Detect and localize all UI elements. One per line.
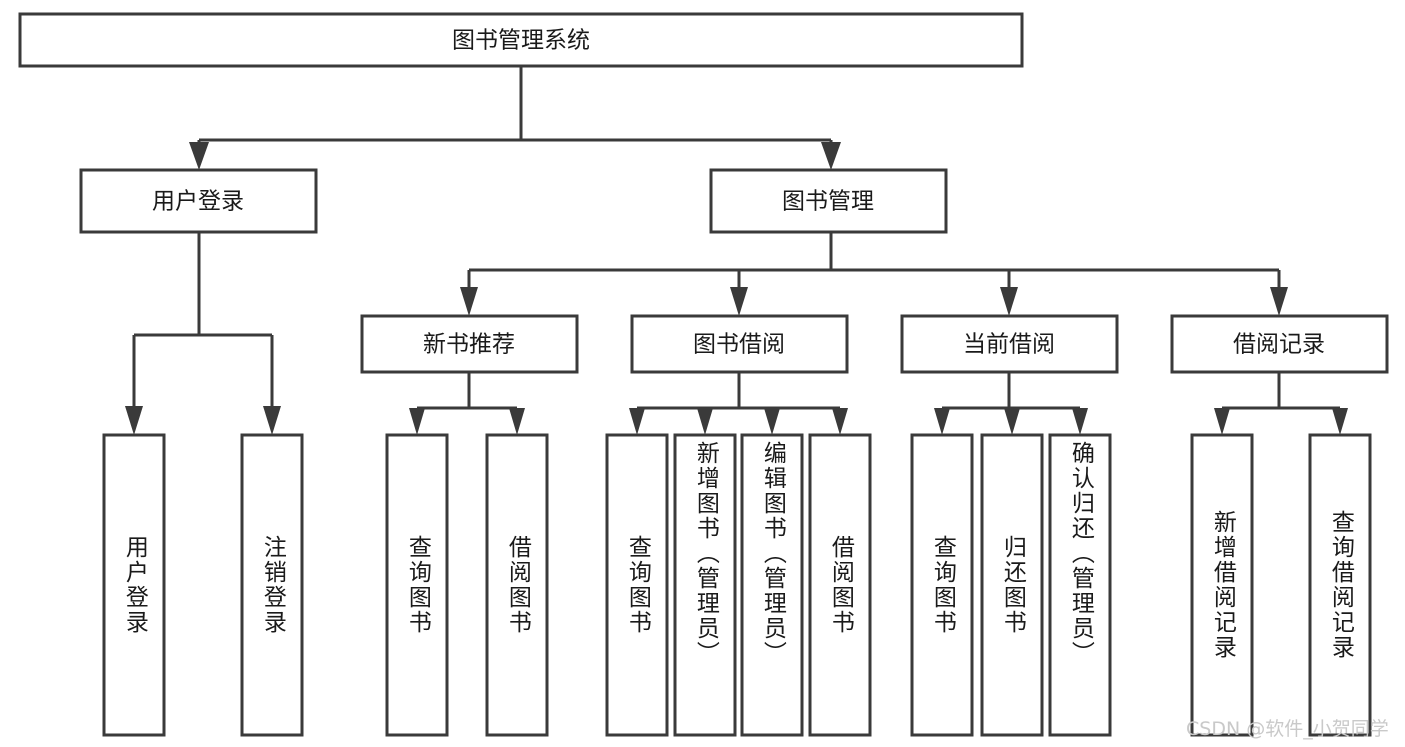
node-root-label: 图书管理系统	[452, 28, 590, 54]
node-book-borrow-box[interactable]	[630, 314, 849, 374]
arrow-head-leaf-borrow-book-2	[832, 408, 848, 435]
arrow-head-book-management	[821, 142, 841, 170]
node-leaf-query-book-1-box[interactable]	[385, 433, 449, 737]
arrow-head-leaf-return-book	[1004, 408, 1020, 435]
arrow-head-borrow-record	[1270, 287, 1288, 316]
arrow-head-leaf-add-record	[1214, 408, 1230, 435]
node-root-box[interactable]	[18, 12, 1024, 68]
arrow-head-current-borrow	[1000, 287, 1018, 316]
leaf-box-layer	[102, 433, 1372, 737]
arrow-head-leaf-query-book-2	[629, 408, 645, 435]
arrow-head-leaf-query-book-1	[409, 408, 425, 435]
node-leaf-add-book-box[interactable]	[673, 433, 737, 737]
node-user-login-label: 用户登录	[152, 189, 244, 215]
node-current-borrow[interactable]: 当前借阅	[900, 314, 1119, 374]
node-leaf-query-book-3-box[interactable]	[910, 433, 974, 737]
node-leaf-return-book-box[interactable]	[980, 433, 1044, 737]
node-book-management-label: 图书管理	[782, 189, 874, 215]
node-root[interactable]: 图书管理系统	[18, 12, 1024, 68]
node-new-book-recommend[interactable]: 新书推荐	[360, 314, 579, 374]
node-new-book-recommend-label: 新书推荐	[423, 332, 515, 358]
connector-layer	[125, 66, 1348, 435]
node-book-borrow-label: 图书借阅	[693, 332, 785, 358]
arrow-head-book-borrow	[730, 287, 748, 316]
node-current-borrow-box[interactable]	[900, 314, 1119, 374]
node-leaf-query-book-2-box[interactable]	[605, 433, 669, 737]
arrow-head-leaf-user-logout	[263, 406, 281, 435]
node-borrow-record-label: 借阅记录	[1233, 332, 1325, 358]
node-new-book-recommend-box[interactable]	[360, 314, 579, 374]
node-borrow-record[interactable]: 借阅记录	[1170, 314, 1389, 374]
node-current-borrow-label: 当前借阅	[963, 332, 1055, 358]
node-leaf-add-record-box[interactable]	[1190, 433, 1254, 737]
node-leaf-user-login-box[interactable]	[102, 433, 166, 737]
node-user-login[interactable]: 用户登录	[79, 168, 318, 234]
node-leaf-user-logout-box[interactable]	[240, 433, 304, 737]
node-leaf-borrow-book-2-box[interactable]	[808, 433, 872, 737]
arrow-head-leaf-query-book-3	[934, 408, 950, 435]
csdn-watermark: CSDN @软件_小贺同学	[1186, 718, 1389, 740]
node-leaf-edit-book-box[interactable]	[740, 433, 804, 737]
node-leaf-borrow-book-1-box[interactable]	[485, 433, 549, 737]
arrow-head-leaf-add-book	[697, 408, 713, 435]
node-user-login-box[interactable]	[79, 168, 318, 234]
node-book-management[interactable]: 图书管理	[709, 168, 948, 234]
node-book-management-box[interactable]	[709, 168, 948, 234]
node-leaf-confirm-return-box[interactable]	[1048, 433, 1112, 737]
arrow-head-leaf-borrow-book-1	[509, 408, 525, 435]
arrow-head-leaf-user-login	[125, 406, 143, 435]
node-book-borrow[interactable]: 图书借阅	[630, 314, 849, 374]
arrow-head-leaf-edit-book	[764, 408, 780, 435]
arrow-head-leaf-confirm-return	[1072, 408, 1088, 435]
node-leaf-query-record-box[interactable]	[1308, 433, 1372, 737]
node-borrow-record-box[interactable]	[1170, 314, 1389, 374]
arrow-head-leaf-query-record	[1332, 408, 1348, 435]
arrow-head-user-login	[189, 142, 209, 170]
arrow-head-new-book-recommend	[460, 287, 478, 316]
